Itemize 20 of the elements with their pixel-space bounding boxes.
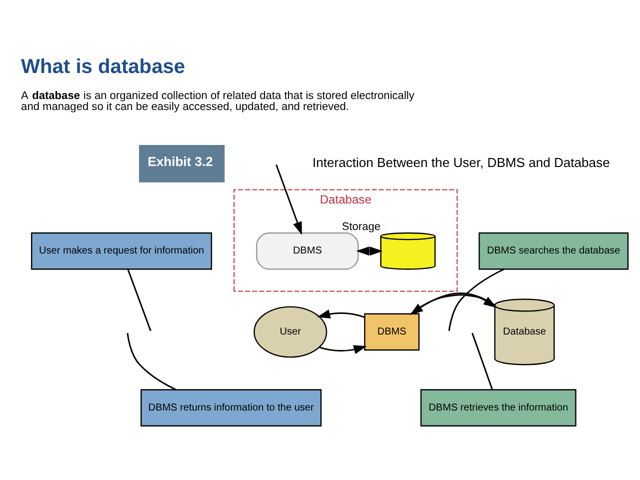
label: Exhibit 3.2 xyxy=(147,154,212,170)
connector xyxy=(126,332,176,390)
label: A database is an organized collection of related data that is stored electronically and managed so it can be easily accessed, updated, and retrieved. xyxy=(20,90,414,114)
connector xyxy=(471,332,492,390)
label: Interaction Between the User, DBMS and Database xyxy=(312,155,610,170)
diagram-title: What is database xyxy=(20,56,185,78)
connector xyxy=(126,268,151,332)
node-label: Storage xyxy=(341,220,380,233)
node-box: DBMS xyxy=(256,232,358,270)
arrow xyxy=(356,246,382,256)
arrow xyxy=(316,310,364,318)
node-box: User makes a request for information xyxy=(30,232,212,270)
connector xyxy=(448,268,504,331)
arrow xyxy=(275,164,302,235)
node-box: DBMS searches the database xyxy=(478,232,628,270)
node-box: DBMS xyxy=(364,313,420,351)
node-ellipse: User xyxy=(253,306,327,358)
node-box: DBMS returns information to the user xyxy=(140,389,322,426)
arrow xyxy=(318,345,366,354)
node-box: DBMS retrieves the information xyxy=(420,389,576,426)
